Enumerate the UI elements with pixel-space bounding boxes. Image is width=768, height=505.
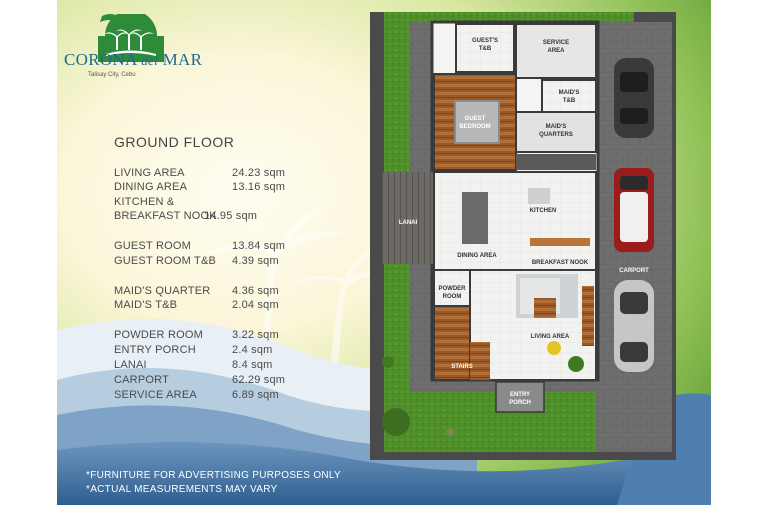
room-area: 3.22 sqm — [232, 329, 279, 341]
plan-label-living-area: LIVING AREA — [531, 334, 570, 340]
room-area: 24.23 sqm — [232, 167, 286, 179]
room-name: ENTRY PORCH — [114, 344, 196, 356]
room-area: 2.04 sqm — [232, 299, 279, 311]
plan-label-maids-quarters: QUARTERS — [539, 132, 573, 138]
room-row: DINING AREA 13.16 sqm — [114, 181, 314, 194]
plan-label-stairs: STAIRS — [451, 364, 473, 370]
plan-label-entry-porch: PORCH — [509, 400, 531, 406]
brand-name: CORONA del MAR — [64, 50, 202, 70]
plan-label-dining-area: DINING AREA — [457, 253, 497, 259]
room-area: 14.95 sqm — [204, 210, 258, 222]
room-row: SERVICE AREA 6.89 sqm — [114, 389, 314, 402]
room-name: LIVING AREA — [114, 167, 185, 179]
plan-label-guest-bedroom: GUEST — [465, 116, 486, 122]
plan-label-guest-tb: T&B — [479, 46, 492, 52]
room-name: KITCHEN & — [114, 196, 175, 208]
plan-label-entry-porch: ENTRY — [510, 392, 530, 398]
room-area: 13.16 sqm — [232, 181, 286, 193]
room-row: KITCHEN & — [114, 196, 314, 209]
room-area: 62.29 sqm — [232, 374, 286, 386]
floor-plan: GUEST'S T&B SERVICE AREA MAID'S T&B GUES… — [370, 12, 676, 460]
plan-label-carport: CARPORT — [619, 268, 649, 274]
room-row: LANAI 8.4 sqm — [114, 359, 314, 372]
room-area: 4.36 sqm — [232, 285, 279, 297]
room-row: CARPORT 62.29 sqm — [114, 374, 314, 387]
plan-label-service-area: SERVICE — [543, 40, 569, 46]
room-name: BREAKFAST NOOK — [114, 210, 217, 222]
room-row: GUEST ROOM T&B 4.39 sqm — [114, 255, 314, 268]
brand-tagline: Talisay City, Cebu — [88, 72, 136, 78]
plan-label-guest-bedroom: BEDROOM — [459, 124, 490, 130]
brand-name-part: CORONA — [64, 50, 137, 69]
footnote-furniture: *FURNITURE FOR ADVERTISING PURPOSES ONLY — [86, 470, 342, 481]
room-row: LIVING AREA 24.23 sqm — [114, 167, 314, 180]
room-name: SERVICE AREA — [114, 389, 197, 401]
plan-label-guest-tb: GUEST'S — [472, 38, 498, 44]
car-grey — [614, 58, 654, 138]
room-area: 4.39 sqm — [232, 255, 279, 267]
plan-label-kitchen: KITCHEN — [530, 208, 557, 214]
room-row: POWDER ROOM 3.22 sqm — [114, 329, 314, 342]
plan-label-maids-tb: MAID'S — [559, 90, 580, 96]
plan-label-lanai: LANAI — [399, 220, 418, 226]
room-area: 6.89 sqm — [232, 389, 279, 401]
room-name: CARPORT — [114, 374, 169, 386]
floor-title: GROUND FLOOR — [114, 134, 235, 150]
room-row: MAID'S T&B 2.04 sqm — [114, 299, 314, 312]
room-name: MAID'S QUARTER — [114, 285, 211, 297]
room-row: GUEST ROOM 13.84 sqm — [114, 240, 314, 253]
plan-label-maids-quarters: MAID'S — [546, 124, 567, 130]
palm-logo-icon — [98, 14, 164, 62]
plan-label-powder-room: ROOM — [443, 294, 462, 300]
room-row: MAID'S QUARTER 4.36 sqm — [114, 285, 314, 298]
room-name: LANAI — [114, 359, 147, 371]
room-row: ENTRY PORCH 2.4 sqm — [114, 344, 314, 357]
room-name: POWDER ROOM — [114, 329, 203, 341]
footnote-measurements: *ACTUAL MEASUREMENTS MAY VARY — [86, 484, 278, 495]
plan-label-service-area: AREA — [547, 48, 565, 54]
room-area: 8.4 sqm — [232, 359, 273, 371]
room-name: GUEST ROOM T&B — [114, 255, 217, 267]
room-name: DINING AREA — [114, 181, 188, 193]
car-silver — [614, 280, 654, 372]
room-area: 2.4 sqm — [232, 344, 273, 356]
plan-label-powder-room: POWDER — [439, 286, 467, 292]
plan-label-maids-tb: T&B — [563, 98, 576, 104]
room-name: MAID'S T&B — [114, 299, 178, 311]
room-name: GUEST ROOM — [114, 240, 191, 252]
car-red — [614, 168, 654, 252]
plan-label-breakfast-nook: BREAKFAST NOOK — [532, 260, 589, 266]
brand-name-del: del — [141, 53, 159, 68]
brand-name-part: MAR — [162, 50, 203, 69]
room-area: 13.84 sqm — [232, 240, 286, 252]
